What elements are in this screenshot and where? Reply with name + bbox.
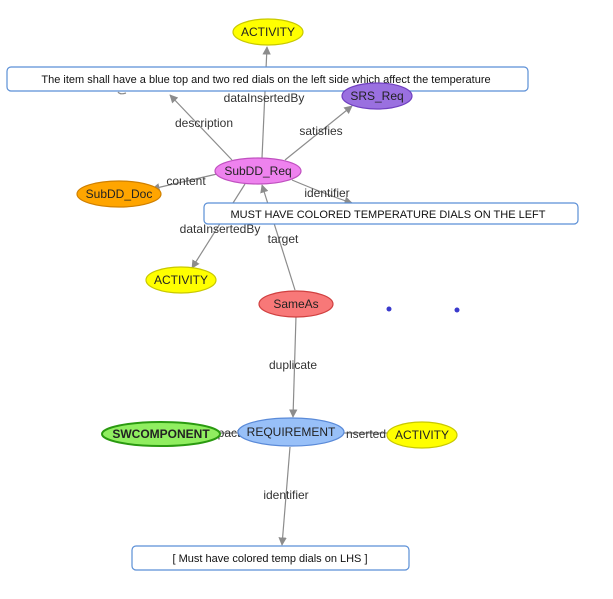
identifier-box-text: MUST HAVE COLORED TEMPERATURE DIALS ON T… bbox=[231, 209, 546, 221]
edge-stub bbox=[117, 91, 127, 95]
label-target: target bbox=[268, 232, 299, 246]
edge-content[interactable] bbox=[151, 173, 218, 192]
node-requirement[interactable]: REQUIREMENT bbox=[237, 417, 345, 447]
node-activity-mid-label: ACTIVITY bbox=[154, 273, 208, 287]
edge-identifier-bottom[interactable] bbox=[278, 446, 291, 546]
label-duplicate: duplicate bbox=[269, 358, 317, 372]
node-activity-bottom-label: ACTIVITY bbox=[395, 428, 449, 442]
node-subdd-doc-label: SubDD_Doc bbox=[86, 187, 153, 201]
node-activity-top[interactable]: ACTIVITY bbox=[232, 18, 304, 46]
node-activity-bottom[interactable]: ACTIVITY bbox=[386, 421, 458, 449]
node-activity-mid[interactable]: ACTIVITY bbox=[145, 266, 217, 294]
stray-dot-1 bbox=[386, 306, 392, 312]
bottom-identifier-box[interactable]: [ Must have colored temp dials on LHS ] bbox=[131, 545, 410, 571]
edge-labels-layer: dataInsertedBy description satisfies con… bbox=[166, 91, 386, 502]
description-box-text: The item shall have a blue top and two r… bbox=[41, 74, 490, 86]
edge-description[interactable] bbox=[169, 94, 233, 161]
label-description: description bbox=[175, 116, 233, 130]
stray-dot-2 bbox=[454, 307, 460, 313]
node-srs-req-label: SRS_Req bbox=[350, 89, 403, 103]
label-data-inserted-by-mid: dataInsertedBy bbox=[180, 222, 261, 236]
node-subdd-doc[interactable]: SubDD_Doc bbox=[76, 180, 162, 208]
edge-data-inserted-by-top[interactable] bbox=[261, 46, 271, 159]
label-identifier-bottom: identifier bbox=[263, 488, 308, 502]
label-satisfies: satisfies bbox=[299, 124, 342, 138]
node-swcomponent[interactable]: SWCOMPONENT bbox=[101, 421, 221, 447]
node-srs-req[interactable]: SRS_Req bbox=[341, 82, 413, 110]
node-sameas[interactable]: SameAs bbox=[258, 290, 334, 318]
edge-satisfies[interactable] bbox=[284, 105, 353, 161]
node-activity-top-label: ACTIVITY bbox=[241, 25, 295, 39]
node-requirement-label: REQUIREMENT bbox=[247, 425, 336, 439]
label-identifier-top: identifier bbox=[304, 186, 349, 200]
edge-data-inserted-by-mid[interactable] bbox=[191, 183, 246, 269]
label-inserted-partial: nserted bbox=[346, 427, 386, 441]
bottom-identifier-box-text: [ Must have colored temp dials on LHS ] bbox=[172, 553, 367, 565]
edge-identifier-top[interactable] bbox=[291, 179, 353, 205]
edge-duplicate[interactable] bbox=[289, 315, 298, 418]
edges-layer bbox=[117, 46, 388, 546]
node-sameas-label: SameAs bbox=[273, 297, 318, 311]
identifier-box[interactable]: MUST HAVE COLORED TEMPERATURE DIALS ON T… bbox=[203, 202, 579, 225]
label-impact-partial: pact bbox=[218, 426, 241, 440]
label-content: content bbox=[166, 174, 206, 188]
node-subdd-req-label: SubDD_Req bbox=[224, 164, 291, 178]
label-data-inserted-by-top: dataInsertedBy bbox=[224, 91, 305, 105]
node-subdd-req[interactable]: SubDD_Req bbox=[214, 157, 302, 185]
node-swcomponent-label: SWCOMPONENT bbox=[112, 427, 210, 441]
description-box[interactable]: The item shall have a blue top and two r… bbox=[6, 66, 529, 92]
